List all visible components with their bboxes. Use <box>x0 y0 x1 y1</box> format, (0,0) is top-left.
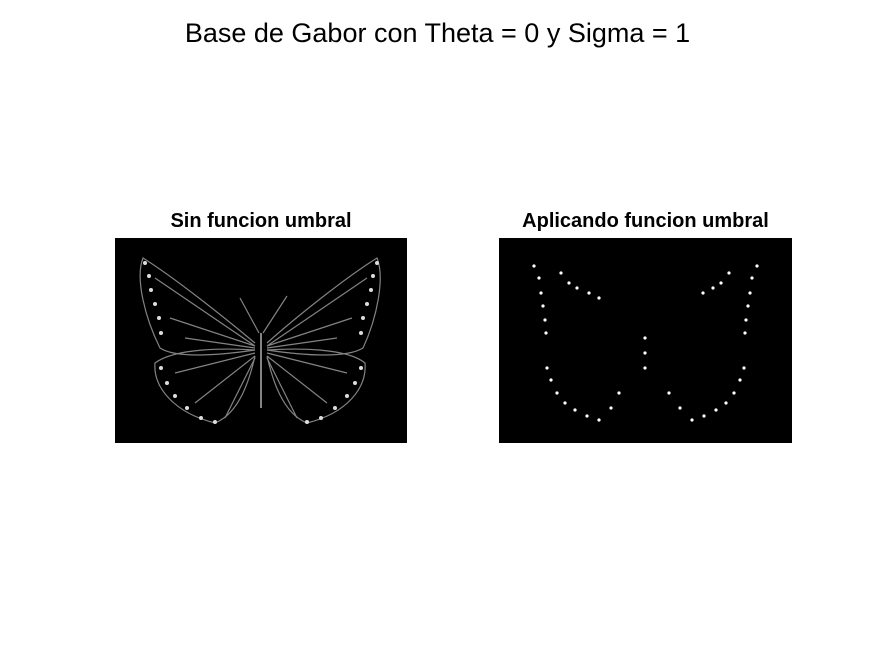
figure-title: Base de Gabor con Theta = 0 y Sigma = 1 <box>184 18 691 48</box>
butterfly-gabor-response-image <box>139 257 381 424</box>
panel-image-left <box>115 238 407 443</box>
panel-title-left: Sin funcion umbral <box>170 210 352 232</box>
panel-title-right: Aplicando funcion umbral <box>522 210 769 232</box>
panel-image-right <box>499 238 792 443</box>
butterfly-gabor-thresholded-image <box>532 264 759 422</box>
